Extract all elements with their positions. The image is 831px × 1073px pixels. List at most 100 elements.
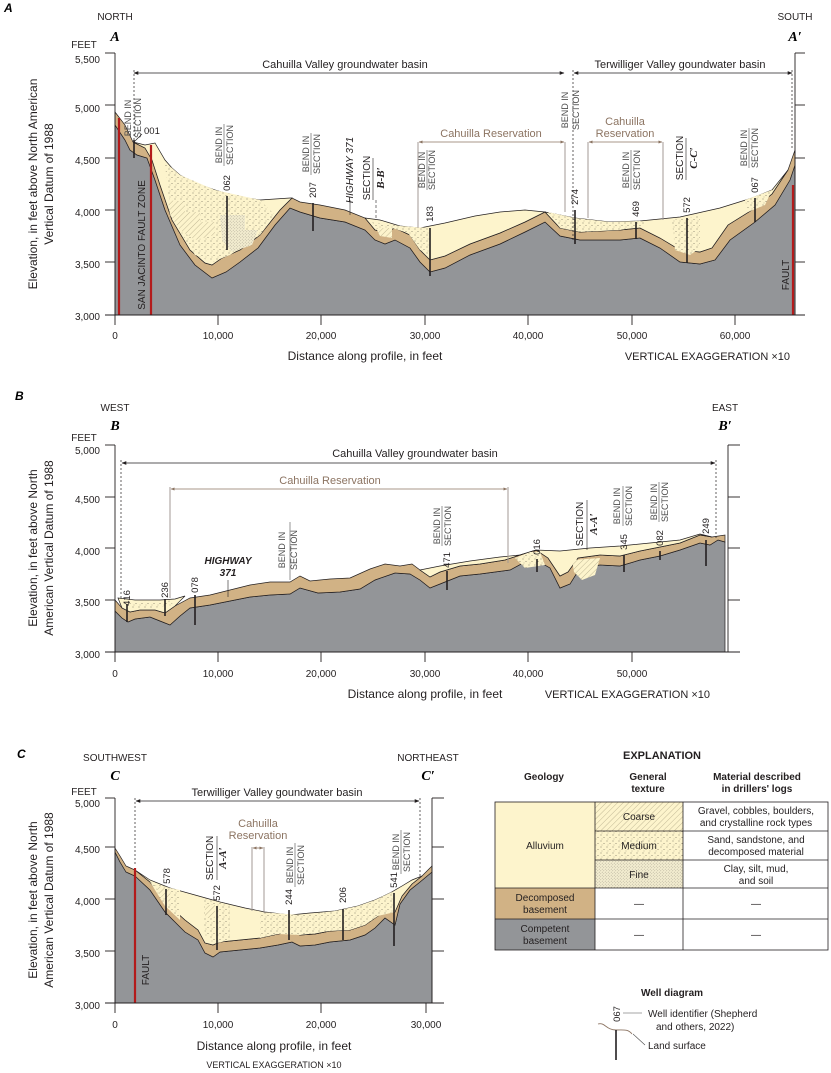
panel-letter-a: A [3, 1, 13, 15]
texture-decomposed: — [634, 899, 644, 910]
section-a: A NORTH A SOUTH A′ Elevation, in feet ab… [3, 1, 813, 363]
svg-text:183: 183 [425, 206, 436, 222]
x-tick-label: 20,000 [306, 669, 337, 680]
header-texture-line2: texture [631, 784, 665, 795]
coarse-texture-a-north [168, 200, 215, 240]
well-082: 082 [655, 530, 666, 560]
y-axis-label-a-line1: Elevation, in feet above North American [26, 79, 40, 290]
section-marker-c-c-prime: SECTION C-C′ [675, 136, 700, 180]
x-axis-label-a: Distance along profile, in feet [288, 349, 443, 363]
well-206: 206 [338, 887, 349, 940]
svg-text:207: 207 [308, 182, 319, 198]
y-tick-label: 4,000 [75, 208, 100, 219]
vertical-exaggeration-a: VERTICAL EXAGGERATION ×10 [625, 351, 790, 363]
well-diagram-title: Well diagram [641, 988, 703, 999]
well-249: 249 [701, 518, 712, 566]
header-material-line1: Material described [713, 772, 801, 783]
svg-text:SECTION: SECTION [296, 845, 306, 885]
svg-text:578: 578 [162, 868, 173, 884]
direction-north: NORTH [97, 12, 132, 23]
direction-west: WEST [101, 403, 130, 414]
y-axis-label-b-line1: Elevation, in feet above North [26, 469, 40, 626]
svg-text:541: 541 [389, 872, 400, 888]
svg-text:BEND IN: BEND IN [560, 92, 570, 129]
fault-label-a: FAULT [781, 260, 792, 290]
x-tick-label: 40,000 [513, 331, 544, 342]
medium-texture-c-3 [260, 892, 395, 938]
material-medium-line1: Sand, sandstone, and [707, 835, 804, 846]
fault-zone-label: SAN JACINTO FAULT ZONE [137, 180, 148, 310]
well-identifier-line1: Well identifier (Shepherd [648, 1009, 757, 1020]
y-tick-label: 3,000 [75, 312, 100, 323]
reservation-label-c-line2: Reservation [229, 830, 288, 842]
land-surface-label: Land surface [648, 1041, 706, 1052]
decomposed-basement-b [114, 534, 726, 626]
material-competent: — [751, 930, 761, 941]
y-tick-label: 4,000 [75, 897, 100, 908]
svg-text:371: 371 [220, 568, 237, 579]
svg-text:C-C′: C-C′ [688, 147, 700, 168]
reservation-label-a-2-line1: Cahuilla [605, 116, 646, 128]
y-tick-label: 4,500 [75, 495, 100, 506]
svg-text:BEND IN: BEND IN [301, 136, 311, 173]
svg-text:078: 078 [190, 577, 201, 593]
x-tick-label: 50,000 [617, 331, 648, 342]
x-tick-label: 30,000 [411, 1020, 442, 1031]
well-183: 183 [425, 206, 436, 276]
x-axis-label-b: Distance along profile, in feet [348, 687, 503, 701]
vertical-exaggeration-b: VERTICAL EXAGGERATION ×10 [545, 689, 710, 701]
feet-label-b: FEET [71, 433, 97, 444]
svg-text:SECTION: SECTION [675, 136, 686, 180]
geology-competent-line2: basement [523, 936, 567, 947]
svg-text:BEND IN: BEND IN [621, 152, 631, 189]
svg-text:082: 082 [655, 530, 666, 546]
svg-text:BEND IN: BEND IN [123, 100, 133, 137]
medium-texture-a-mid [372, 222, 430, 255]
svg-text:206: 206 [338, 887, 349, 903]
bend-in-section-a-4: BEND IN SECTION [417, 150, 437, 190]
x-tick-label: 30,000 [410, 331, 441, 342]
reservation-label-a-1: Cahuilla Reservation [440, 128, 542, 140]
section-b: B WEST B EAST B′ Elevation, in feet abov… [15, 389, 740, 701]
panel-letter-c: C [17, 747, 26, 761]
svg-text:067: 067 [750, 177, 761, 193]
y-tick-label: 3,500 [75, 949, 100, 960]
well-diagram-example-id: 067 [612, 1006, 623, 1022]
end-label-c-prime: C′ [421, 769, 434, 784]
texture-coarse: Coarse [623, 812, 656, 823]
bend-in-section-c-2: BEND IN SECTION [391, 830, 412, 874]
svg-text:HIGHWAY: HIGHWAY [204, 556, 252, 567]
material-fine-line2: and soil [739, 876, 773, 887]
bend-in-section-b-4: BEND IN SECTION [649, 482, 670, 522]
svg-text:SECTION: SECTION [312, 134, 322, 174]
medium-texture-a-274 [548, 212, 650, 232]
section-marker-a-a-prime-b: SECTION A-A′ [575, 500, 600, 550]
reservation-label-a-2-line2: Reservation [596, 128, 655, 140]
svg-text:236: 236 [160, 582, 171, 598]
material-medium-line2: decomposed material [708, 847, 804, 858]
x-tick-label: 0 [112, 331, 118, 342]
well-578: 578 [162, 868, 173, 915]
y-tick-label: 5,000 [75, 799, 100, 810]
y-ticks-a [105, 52, 805, 325]
svg-text:001: 001 [144, 126, 160, 137]
x-tick-label: 0 [112, 1020, 118, 1031]
texture-medium: Medium [621, 841, 657, 852]
end-label-b: B [109, 419, 119, 434]
swatch-fine [595, 860, 683, 888]
header-geology: Geology [524, 772, 564, 783]
section-marker-a-a-prime-c: SECTION A-A′ [205, 836, 229, 880]
y-tick-label: 3,500 [75, 260, 100, 271]
y-tick-label: 3,500 [75, 598, 100, 609]
section-c: C SOUTHWEST C NORTHEAST C′ Elevation, in… [17, 747, 459, 1070]
svg-text:SECTION: SECTION [289, 530, 299, 570]
svg-text:249: 249 [701, 518, 712, 534]
direction-east: EAST [712, 403, 738, 414]
explanation-title: EXPLANATION [623, 750, 701, 762]
highway-371-a: HIGHWAY 371 [345, 137, 356, 215]
x-axis-label-c: Distance along profile, in feet [197, 1039, 352, 1053]
y-tick-label: 5,000 [75, 446, 100, 457]
well-236: 236 [160, 582, 171, 616]
x-tick-label: 20,000 [306, 331, 337, 342]
direction-southwest: SOUTHWEST [83, 753, 147, 764]
